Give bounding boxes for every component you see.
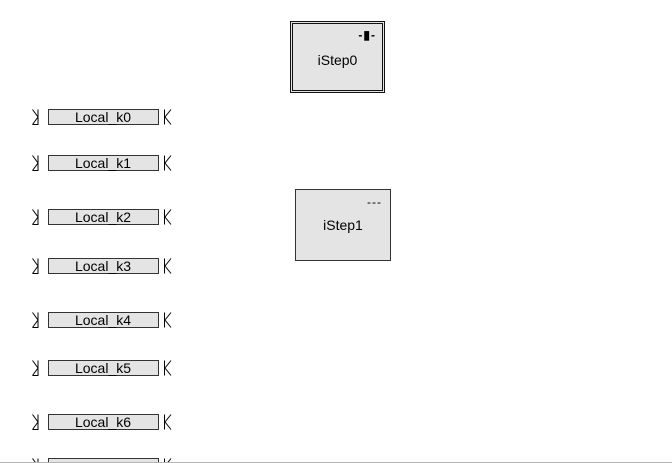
connector-label: Local_k3 <box>74 258 132 274</box>
input-bracket-icon <box>32 155 39 171</box>
connector-box <box>48 209 159 225</box>
step-label: iStep0 <box>317 52 358 68</box>
connector-box <box>48 414 159 430</box>
output-bracket-icon <box>164 155 172 171</box>
input-bracket-icon <box>32 360 39 376</box>
output-bracket-icon <box>164 258 172 274</box>
connector-local-k2[interactable]: Local_k2 <box>32 209 174 227</box>
connector-graphic <box>32 360 172 376</box>
connector-local-k0[interactable]: Local_k0 <box>32 109 174 127</box>
connector-graphic <box>32 258 172 274</box>
output-bracket-icon <box>164 209 172 225</box>
initial-step-marker: -▮- <box>358 28 376 42</box>
connector-label: Local_k6 <box>74 414 132 430</box>
connector-graphic <box>32 414 172 430</box>
input-bracket-icon <box>32 312 39 328</box>
step-block-istep0[interactable]: -▮- iStep0 <box>290 21 385 93</box>
connector-local-k3[interactable]: Local_k3 <box>32 258 174 276</box>
connector-graphic <box>32 458 172 463</box>
connector-box <box>48 312 159 328</box>
connector-box <box>48 109 159 125</box>
step-block-istep1[interactable]: --- iStep1 <box>295 189 391 261</box>
connector-local-k1[interactable]: Local_k1 <box>32 155 174 173</box>
connector-graphic <box>32 155 172 171</box>
output-bracket-icon <box>164 109 172 125</box>
connector-box <box>48 258 159 274</box>
input-bracket-icon <box>32 209 39 225</box>
connector-label: Local_k0 <box>74 109 132 125</box>
output-bracket-icon <box>164 360 172 376</box>
connector-local-k5[interactable]: Local_k5 <box>32 360 174 378</box>
connector-label: Local_k4 <box>74 312 132 328</box>
output-bracket-icon <box>164 458 172 463</box>
output-bracket-icon <box>164 312 172 328</box>
input-bracket-icon <box>32 109 39 125</box>
output-bracket-icon <box>164 414 172 430</box>
connector-local-k6[interactable]: Local_k6 <box>32 414 174 432</box>
step-label: iStep1 <box>323 217 363 233</box>
connector-label: Local_k2 <box>74 209 132 225</box>
connector-graphic <box>32 109 172 125</box>
connector-local-k4[interactable]: Local_k4 <box>32 312 174 330</box>
input-bracket-icon <box>32 414 39 430</box>
connector-box <box>48 360 159 376</box>
connector-box <box>48 458 159 463</box>
connector-label: Local_k1 <box>74 155 132 171</box>
connector-graphic <box>32 312 172 328</box>
step-marker: --- <box>367 195 382 209</box>
input-bracket-icon <box>32 458 39 463</box>
input-bracket-icon <box>32 258 39 274</box>
connector-partial[interactable] <box>32 458 174 463</box>
connector-box <box>48 155 159 171</box>
connector-label: Local_k5 <box>74 360 132 376</box>
connector-graphic <box>32 209 172 225</box>
